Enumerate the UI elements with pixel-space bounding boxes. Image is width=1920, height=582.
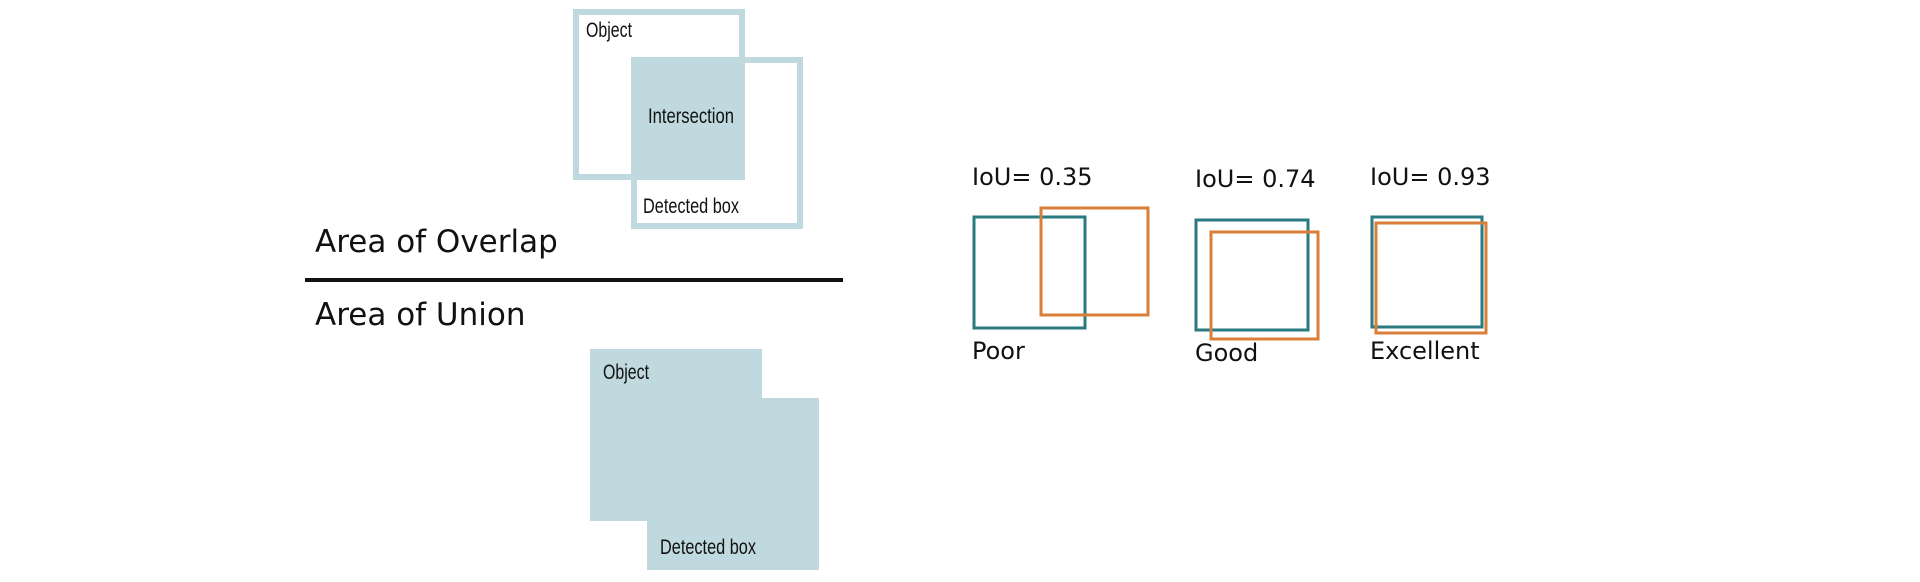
iou-value-label: IoU= 0.35: [972, 163, 1093, 191]
quality-label: Poor: [972, 337, 1025, 365]
ground-truth-box: [1370, 215, 1484, 329]
example-good: IoU= 0.74 Good: [1194, 165, 1320, 367]
intersection-object-label: Object: [586, 19, 632, 42]
detected-box-outline: [631, 57, 803, 229]
iou-value-label: IoU= 0.93: [1370, 163, 1491, 191]
predicted-box: [1039, 206, 1150, 317]
iou-fraction: Area of Overlap Area of Union: [305, 224, 843, 333]
ground-truth-box: [1194, 218, 1310, 332]
object-box-outline: [573, 9, 745, 180]
predicted-box: [1209, 230, 1320, 341]
union-object-label: Object: [603, 361, 649, 384]
iou-value-label: IoU= 0.74: [1195, 165, 1316, 193]
quality-label: Good: [1195, 339, 1258, 367]
union-detected-label: Detected box: [660, 536, 756, 559]
predicted-box: [1374, 221, 1488, 335]
fraction-denominator: Area of Union: [315, 297, 526, 333]
intersection-region: [633, 60, 743, 177]
intersection-detected-label: Detected box: [643, 195, 739, 218]
ground-truth-box: [972, 215, 1087, 330]
example-excellent: IoU= 0.93 Excellent: [1370, 163, 1491, 365]
intersection-illustration: Object Intersection Detected box: [573, 9, 803, 229]
union-region: [590, 349, 819, 570]
intersection-label: Intersection: [648, 105, 734, 128]
fraction-numerator: Area of Overlap: [315, 224, 558, 260]
example-poor: IoU= 0.35 Poor: [972, 163, 1150, 365]
quality-label: Excellent: [1370, 337, 1480, 365]
union-illustration: Object Detected box: [590, 349, 819, 570]
